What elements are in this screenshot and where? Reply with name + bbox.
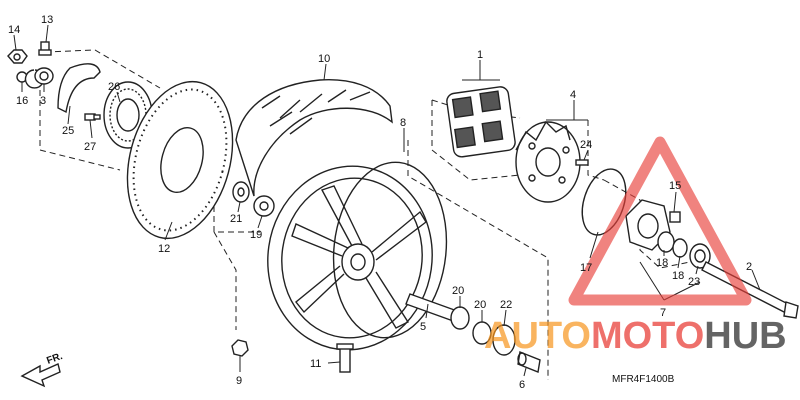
callout-label: 5	[420, 321, 426, 333]
part-callouts: 1 2 3 4 5 6 7 8 9 10 11 12 13 14 15 16 1…	[8, 14, 752, 391]
callout-label: 20	[474, 299, 486, 311]
callout-label: 1	[477, 49, 483, 61]
bolt-13	[38, 41, 52, 56]
brake-disc-12	[126, 80, 234, 240]
nut-9	[231, 339, 249, 357]
callout-label: 16	[16, 95, 28, 107]
callout-label: 20	[452, 285, 464, 297]
flange-4	[515, 120, 581, 203]
callout-label: 25	[62, 125, 74, 137]
callout-label: 13	[41, 14, 53, 26]
bearing-20-upper	[450, 306, 470, 330]
damper-1	[446, 86, 516, 158]
callout-label: 10	[318, 53, 330, 65]
callout-label: 14	[8, 24, 20, 36]
callout-label: 8	[400, 117, 406, 129]
callout-label: 7	[660, 307, 666, 319]
callout-label: 27	[84, 141, 96, 153]
callout-label: 6	[519, 379, 525, 391]
callout-label: 24	[580, 139, 592, 151]
bolt-27	[84, 113, 101, 121]
bearings-21-19	[232, 181, 275, 217]
tire-10	[235, 79, 393, 197]
callout-label: 12	[158, 243, 170, 255]
callout-label: 9	[236, 375, 242, 387]
stud-24	[575, 159, 589, 166]
callout-label: 15	[669, 180, 681, 192]
collar-6	[517, 351, 541, 373]
callout-label: 11	[310, 358, 321, 370]
callout-label: 17	[580, 262, 592, 274]
callout-label: 3	[40, 95, 46, 107]
wheel-rim-8	[267, 161, 448, 351]
watermark-text-moto: MOTO	[591, 315, 704, 357]
callout-label: 18	[672, 270, 684, 282]
watermark-text-hub: HUB	[704, 315, 786, 357]
callout-leaders	[13, 24, 761, 377]
front-arrow-icon	[20, 363, 61, 388]
callout-label: 18	[656, 257, 668, 269]
diagram-code: MFR4F1400B	[612, 374, 675, 385]
watermark: AUTOMOTOHUB	[484, 136, 787, 357]
callout-label: 2	[746, 261, 752, 273]
bearings-18-23	[657, 231, 711, 269]
front-label: FR.	[45, 351, 64, 367]
watermark-text-auto: AUTO	[484, 315, 591, 357]
svg-text:AUTOMOTOHUB: AUTOMOTOHUB	[484, 315, 787, 357]
valve-11	[336, 343, 354, 373]
watermark-triangle	[568, 136, 752, 306]
plate-25	[57, 63, 101, 114]
parts-illustration	[7, 41, 799, 388]
callout-label: 23	[688, 276, 700, 288]
callout-label: 21	[230, 213, 242, 225]
callout-label: 19	[250, 229, 262, 241]
callout-label: 26	[108, 81, 120, 93]
axle-2	[701, 261, 799, 319]
callout-label: 22	[500, 299, 512, 311]
callout-label: 4	[570, 89, 576, 101]
